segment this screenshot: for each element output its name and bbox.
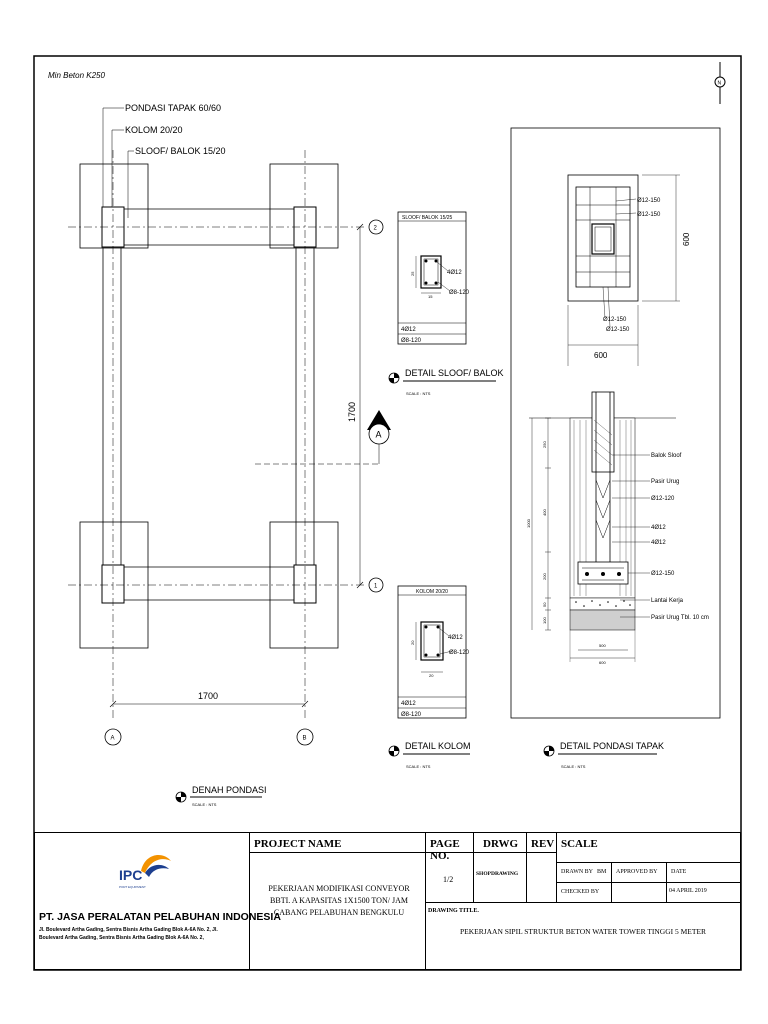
title-block: IPC PORT EQUIPMENT PT. JASA PERALATAN PE… [34, 832, 741, 970]
company-cell: IPC PORT EQUIPMENT PT. JASA PERALATAN PE… [35, 833, 281, 969]
foundation-plan: 2 1 A B 1700 1700 A PONDASI TAPAK 60/60 … [68, 103, 391, 807]
grid-col-b: B [303, 736, 307, 742]
tapak-dim-w1: 500 [599, 643, 606, 648]
tapak-section-label-5: 4Ø12 [651, 540, 666, 546]
min-concrete-note: Min Beton K250 [48, 71, 105, 80]
tapak-title: DETAIL PONDASI TAPAK [560, 741, 664, 751]
drawing-title-value: PEKERJAAN SIPIL STRUKTUR BETON WATER TOW… [459, 927, 707, 936]
grid-row-2: 2 [374, 226, 378, 232]
tapak-plan-callout-1: Ø12-150 [637, 198, 661, 204]
rev-label: REV [531, 838, 555, 850]
sloof-box-header: SLOOF/ BALOK 15/25 [402, 215, 453, 221]
tapak-dim-v-5: 100 [542, 617, 547, 624]
plan-title: DENAH PONDASI [192, 785, 267, 795]
sloof-dim-w: 15 [428, 294, 433, 299]
tapak-section-label-8: Pasir Urug Tbl. 10 cm [651, 615, 709, 621]
plan-scale: SCALE : NTS [192, 802, 217, 807]
leader-sloof: SLOOF/ BALOK 15/20 [135, 146, 226, 156]
project-name-label: PROJECT NAME [254, 838, 342, 850]
company-name: PT. JASA PERALATAN PELABUHAN INDONESIA [39, 911, 281, 923]
tapak-plan-callout-3: Ø12-150 [603, 317, 627, 323]
sloof-detail: SLOOF/ BALOK 15/25 25 15 4Ø12 Ø8-120 4Ø1… [388, 211, 504, 396]
leader-kolom: KOLOM 20/20 [125, 125, 183, 135]
drawn-by-label: DRAWN BY [561, 869, 594, 875]
kolom-box-header: KOLOM 20/20 [416, 589, 448, 595]
date-value: 04 APRIL 2019 [669, 888, 707, 894]
date-label: DATE [671, 869, 687, 875]
sheet-border [33, 55, 742, 971]
tapak-scale: SCALE : NTS [561, 764, 586, 769]
plan-dim-vertical: 1700 [347, 402, 357, 422]
page-no-value: 1/2 [443, 875, 454, 884]
sloof-dim-h: 25 [410, 271, 415, 276]
sloof-callout-main: 4Ø12 [447, 270, 462, 276]
tapak-plan-dim-h: 600 [682, 232, 691, 246]
tapak-section-label-3: Ø12-120 [651, 496, 675, 502]
tapak-detail: Ø12-150 Ø12-150 Ø12-150 Ø12-150 600 600 [510, 127, 721, 769]
checked-by-label: CHECKED BY [561, 889, 600, 895]
section-arrow-icon [367, 410, 391, 430]
sloof-title: DETAIL SLOOF/ BALOK [405, 368, 504, 378]
plan-title-marker-icon [175, 791, 187, 803]
logo-subtext: PORT EQUIPMENT [119, 885, 146, 889]
north-arrow-icon: N [714, 62, 726, 104]
tapak-title-marker-icon [543, 745, 555, 757]
scale-label: SCALE [561, 838, 598, 850]
kolom-callout-stirrup: Ø8-120 [449, 650, 470, 656]
page-no-label: PAGE NO. [430, 838, 460, 862]
kolom-dim-w: 20 [429, 673, 434, 678]
tapak-section-label-6: Ø12-150 [651, 571, 675, 577]
tapak-dim-v-1: 250 [542, 441, 547, 448]
kolom-dim-h: 20 [410, 640, 415, 645]
tapak-dim-w2: 600 [599, 660, 606, 665]
kolom-table-row2: Ø8-120 [401, 712, 422, 718]
drwg-label: DRWG [483, 838, 519, 850]
kolom-scale: SCALE : NTS [406, 764, 431, 769]
project-name-value: PEKERJAAN MODIFIKASI CONVEYOR BBTI. A KA… [268, 884, 410, 917]
footing-b1 [269, 521, 339, 649]
sloof-scale: SCALE : NTS [406, 391, 431, 396]
tapak-dim-v-3: 200 [542, 573, 547, 580]
kolom-table-row1: 4Ø12 [401, 701, 416, 707]
sloof-callout-stirrup: Ø8-120 [449, 290, 470, 296]
drwg-value: SHOPDRAWING [476, 871, 519, 877]
north-label: N [718, 81, 722, 87]
footing-a2 [79, 163, 149, 249]
drawn-by-value: BM [597, 869, 607, 875]
tapak-section-label-2: Pasir Urug [651, 479, 679, 485]
company-address: Jl. Boulevard Artha Gading, Sentra Bisni… [39, 927, 218, 941]
plan-dim-horizontal: 1700 [198, 691, 218, 701]
tapak-section-label-1: Balok Sloof [651, 453, 682, 459]
kolom-title-marker-icon [388, 745, 400, 757]
logo-text: IPC [119, 867, 143, 883]
sloof-table-row1: 4Ø12 [401, 327, 416, 333]
section-marker-label: A [376, 430, 382, 440]
tapak-dim-v-2: 400 [542, 509, 547, 516]
tapak-plan-callout-2: Ø12-150 [637, 212, 661, 218]
drawing-title-label: DRAWING TITLE. [428, 908, 479, 914]
tapak-dim-v-4: 50 [542, 602, 547, 607]
sloof-table-row2: Ø8-120 [401, 338, 422, 344]
kolom-title: DETAIL KOLOM [405, 741, 471, 751]
tapak-section-label-4: 4Ø12 [651, 525, 666, 531]
approved-by-label: APPROVED BY [616, 869, 658, 875]
leader-pondasi-tapak: PONDASI TAPAK 60/60 [125, 103, 221, 113]
tapak-plan-dim-w: 600 [594, 351, 608, 360]
sand-bed [569, 609, 636, 631]
company-logo: IPC PORT EQUIPMENT [115, 845, 175, 895]
kolom-detail: KOLOM 20/20 20 20 4Ø12 Ø8-120 4Ø12 Ø8-12… [388, 585, 471, 769]
sloof-title-marker-icon [388, 372, 400, 384]
tapak-plan-callout-4: Ø12-150 [606, 327, 630, 333]
grid-col-a: A [111, 736, 115, 742]
tapak-section-label-7: Lantai Kerja [651, 598, 684, 604]
kolom-callout-main: 4Ø12 [448, 635, 463, 641]
footing-b2 [269, 163, 339, 249]
tapak-dim-total: 1000 [526, 518, 531, 528]
grid-row-1: 1 [374, 584, 378, 590]
